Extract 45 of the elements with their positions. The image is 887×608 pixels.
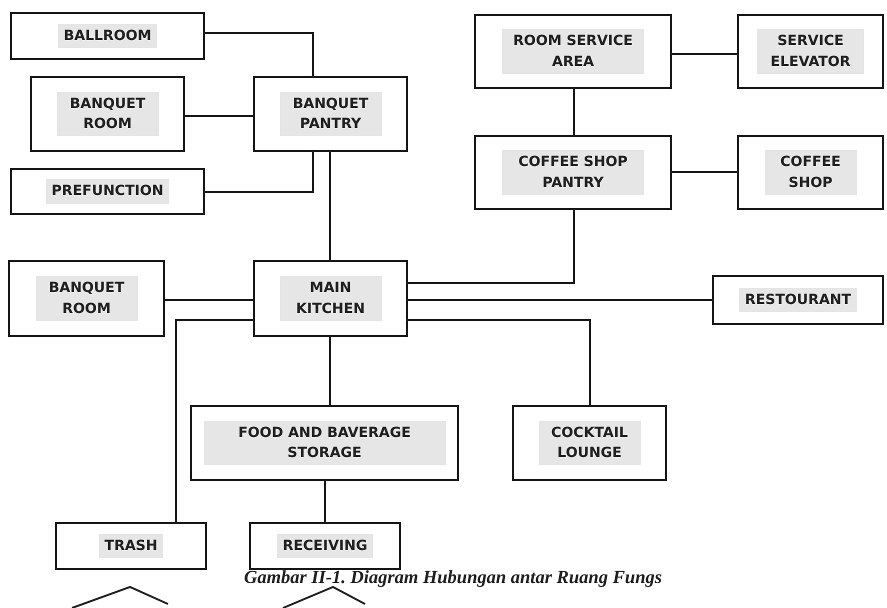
connector-line <box>329 337 331 405</box>
room-label: BANQUET ROOM <box>36 276 138 321</box>
connector-line <box>573 89 575 135</box>
room-box <box>10 12 205 60</box>
connector-line <box>205 32 314 76</box>
room-box <box>737 135 884 210</box>
connector-line <box>205 152 314 193</box>
room-box <box>737 14 884 89</box>
connector-line <box>185 115 253 117</box>
room-label: RESTOURANT <box>738 288 858 312</box>
room-label: FOOD AND BAVERAGE STORAGE <box>204 420 446 466</box>
room-box <box>253 76 408 152</box>
room-label: PREFUNCTION <box>46 179 170 204</box>
room-box <box>190 405 459 481</box>
figure-caption: Gambar II-1. Diagram Hubungan antar Ruang Fungs <box>244 568 662 589</box>
room-box <box>712 275 884 325</box>
connector-line <box>324 481 326 522</box>
connector-line <box>672 53 737 55</box>
room-box <box>253 260 408 337</box>
room-box <box>512 405 667 481</box>
room-label: BANQUET PANTRY <box>280 92 382 136</box>
room-label: COFFEE SHOP <box>764 150 856 195</box>
connector-line <box>175 319 253 522</box>
room-box <box>10 168 205 215</box>
room-box <box>249 522 401 570</box>
room-box <box>30 76 185 152</box>
room-box <box>55 522 207 570</box>
room-box <box>8 260 165 337</box>
room-label: TRASH <box>98 534 164 558</box>
connector-line <box>408 299 712 301</box>
connector-line <box>408 210 575 284</box>
connector-line <box>165 299 253 301</box>
room-label: MAIN KITCHEN <box>280 276 382 321</box>
room-label: COFFEE SHOP PANTRY <box>502 150 644 195</box>
room-label: BALLROOM <box>58 24 158 48</box>
connector-line <box>408 319 591 405</box>
room-label: ROOM SERVICE AREA <box>502 29 644 74</box>
connector-line <box>329 152 331 260</box>
room-label: BANQUET ROOM <box>56 92 158 136</box>
room-box <box>474 14 672 89</box>
room-label: RECEIVING <box>276 534 374 558</box>
room-label: SERVICE ELEVATOR <box>757 29 864 74</box>
connector-line <box>672 171 737 173</box>
room-box <box>474 135 672 210</box>
room-label: COCKTAIL LOUNGE <box>538 420 640 466</box>
